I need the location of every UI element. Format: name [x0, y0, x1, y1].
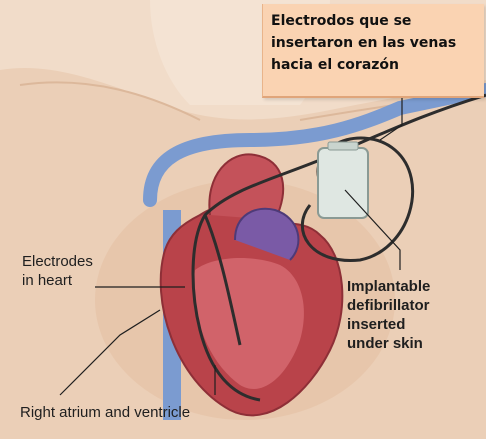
defibrillator-header [328, 142, 358, 150]
label-electrodes-line-1: Electrodes [22, 252, 93, 271]
label-defibrillator-line-1: Implantable [347, 277, 430, 296]
callout-line-3: hacia el corazón [271, 54, 476, 76]
label-electrodes: Electrodes in heart [22, 252, 93, 290]
label-defibrillator-line-2: defibrillator [347, 296, 430, 315]
label-defibrillator: Implantable defibrillator inserted under… [347, 277, 430, 353]
label-atrium: Right atrium and ventricle [20, 403, 190, 422]
callout-box: Electrodos que se insertaron en las vena… [262, 4, 484, 98]
label-electrodes-line-2: in heart [22, 271, 93, 290]
callout-line-2: insertaron en las venas [271, 32, 476, 54]
label-defibrillator-line-3: inserted [347, 315, 430, 334]
callout-line-1: Electrodos que se [271, 10, 476, 32]
label-defibrillator-line-4: under skin [347, 334, 430, 353]
